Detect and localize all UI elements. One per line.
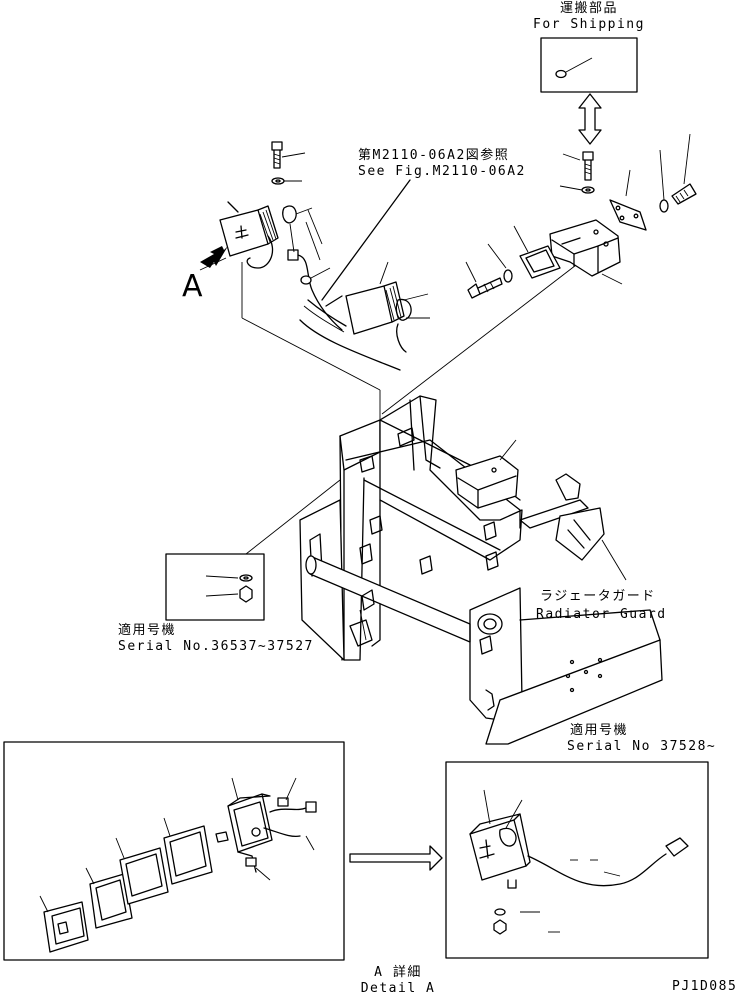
washer-icon — [659, 149, 669, 213]
washer-icon — [559, 185, 595, 194]
serial-new-label-en: Serial No 37528~ — [567, 739, 717, 754]
wire-harness — [303, 179, 411, 333]
reference-label-en: See Fig.M2110-06A2 — [358, 164, 526, 179]
serial-old-label-jp: 適用号機 — [118, 623, 177, 638]
drawing-code: PJ1D085 — [672, 979, 738, 994]
mount-bracket — [549, 219, 623, 285]
bolt-icon — [271, 141, 306, 169]
washer-icon — [271, 177, 302, 185]
serial-old-label-en: Serial No.36537~37527 — [118, 639, 314, 654]
bolt-icon — [671, 133, 697, 205]
work-lamp-left — [199, 201, 343, 331]
arrow-icon — [349, 845, 443, 871]
double-arrow-icon — [578, 93, 602, 145]
radiator-guard-label-jp: ラジェータガード — [540, 589, 656, 604]
view-arrow-icon — [200, 246, 228, 268]
radiator-guard-label-en: Radiator Guard — [536, 607, 667, 622]
detail-label-jp: A 詳細 — [374, 965, 422, 980]
shipping-part-icon — [555, 69, 567, 79]
radiator-guard — [519, 473, 627, 581]
detail-label-en: Detail A — [360, 981, 436, 996]
shipping-label-jp: 運搬部品 — [559, 1, 619, 16]
serial-old-box — [165, 479, 341, 621]
frame-lamp-bracket — [455, 439, 519, 509]
washer-icon — [487, 243, 513, 283]
mount-plate — [609, 169, 647, 231]
shipping-box — [540, 37, 638, 93]
work-lamp-center — [299, 261, 430, 371]
rubber-pad — [513, 225, 561, 279]
radiator-frame — [299, 395, 663, 745]
detail-a-box — [3, 741, 345, 961]
serial-new-box — [445, 761, 709, 959]
detail-marker: A — [182, 269, 203, 304]
bolt-icon — [562, 151, 594, 181]
shipping-label-en: For Shipping — [533, 17, 645, 32]
reference-label-jp: 第M2110-06A2図参照 — [358, 148, 510, 163]
serial-new-label-jp: 適用号機 — [570, 723, 629, 738]
bolt-icon — [465, 261, 503, 299]
